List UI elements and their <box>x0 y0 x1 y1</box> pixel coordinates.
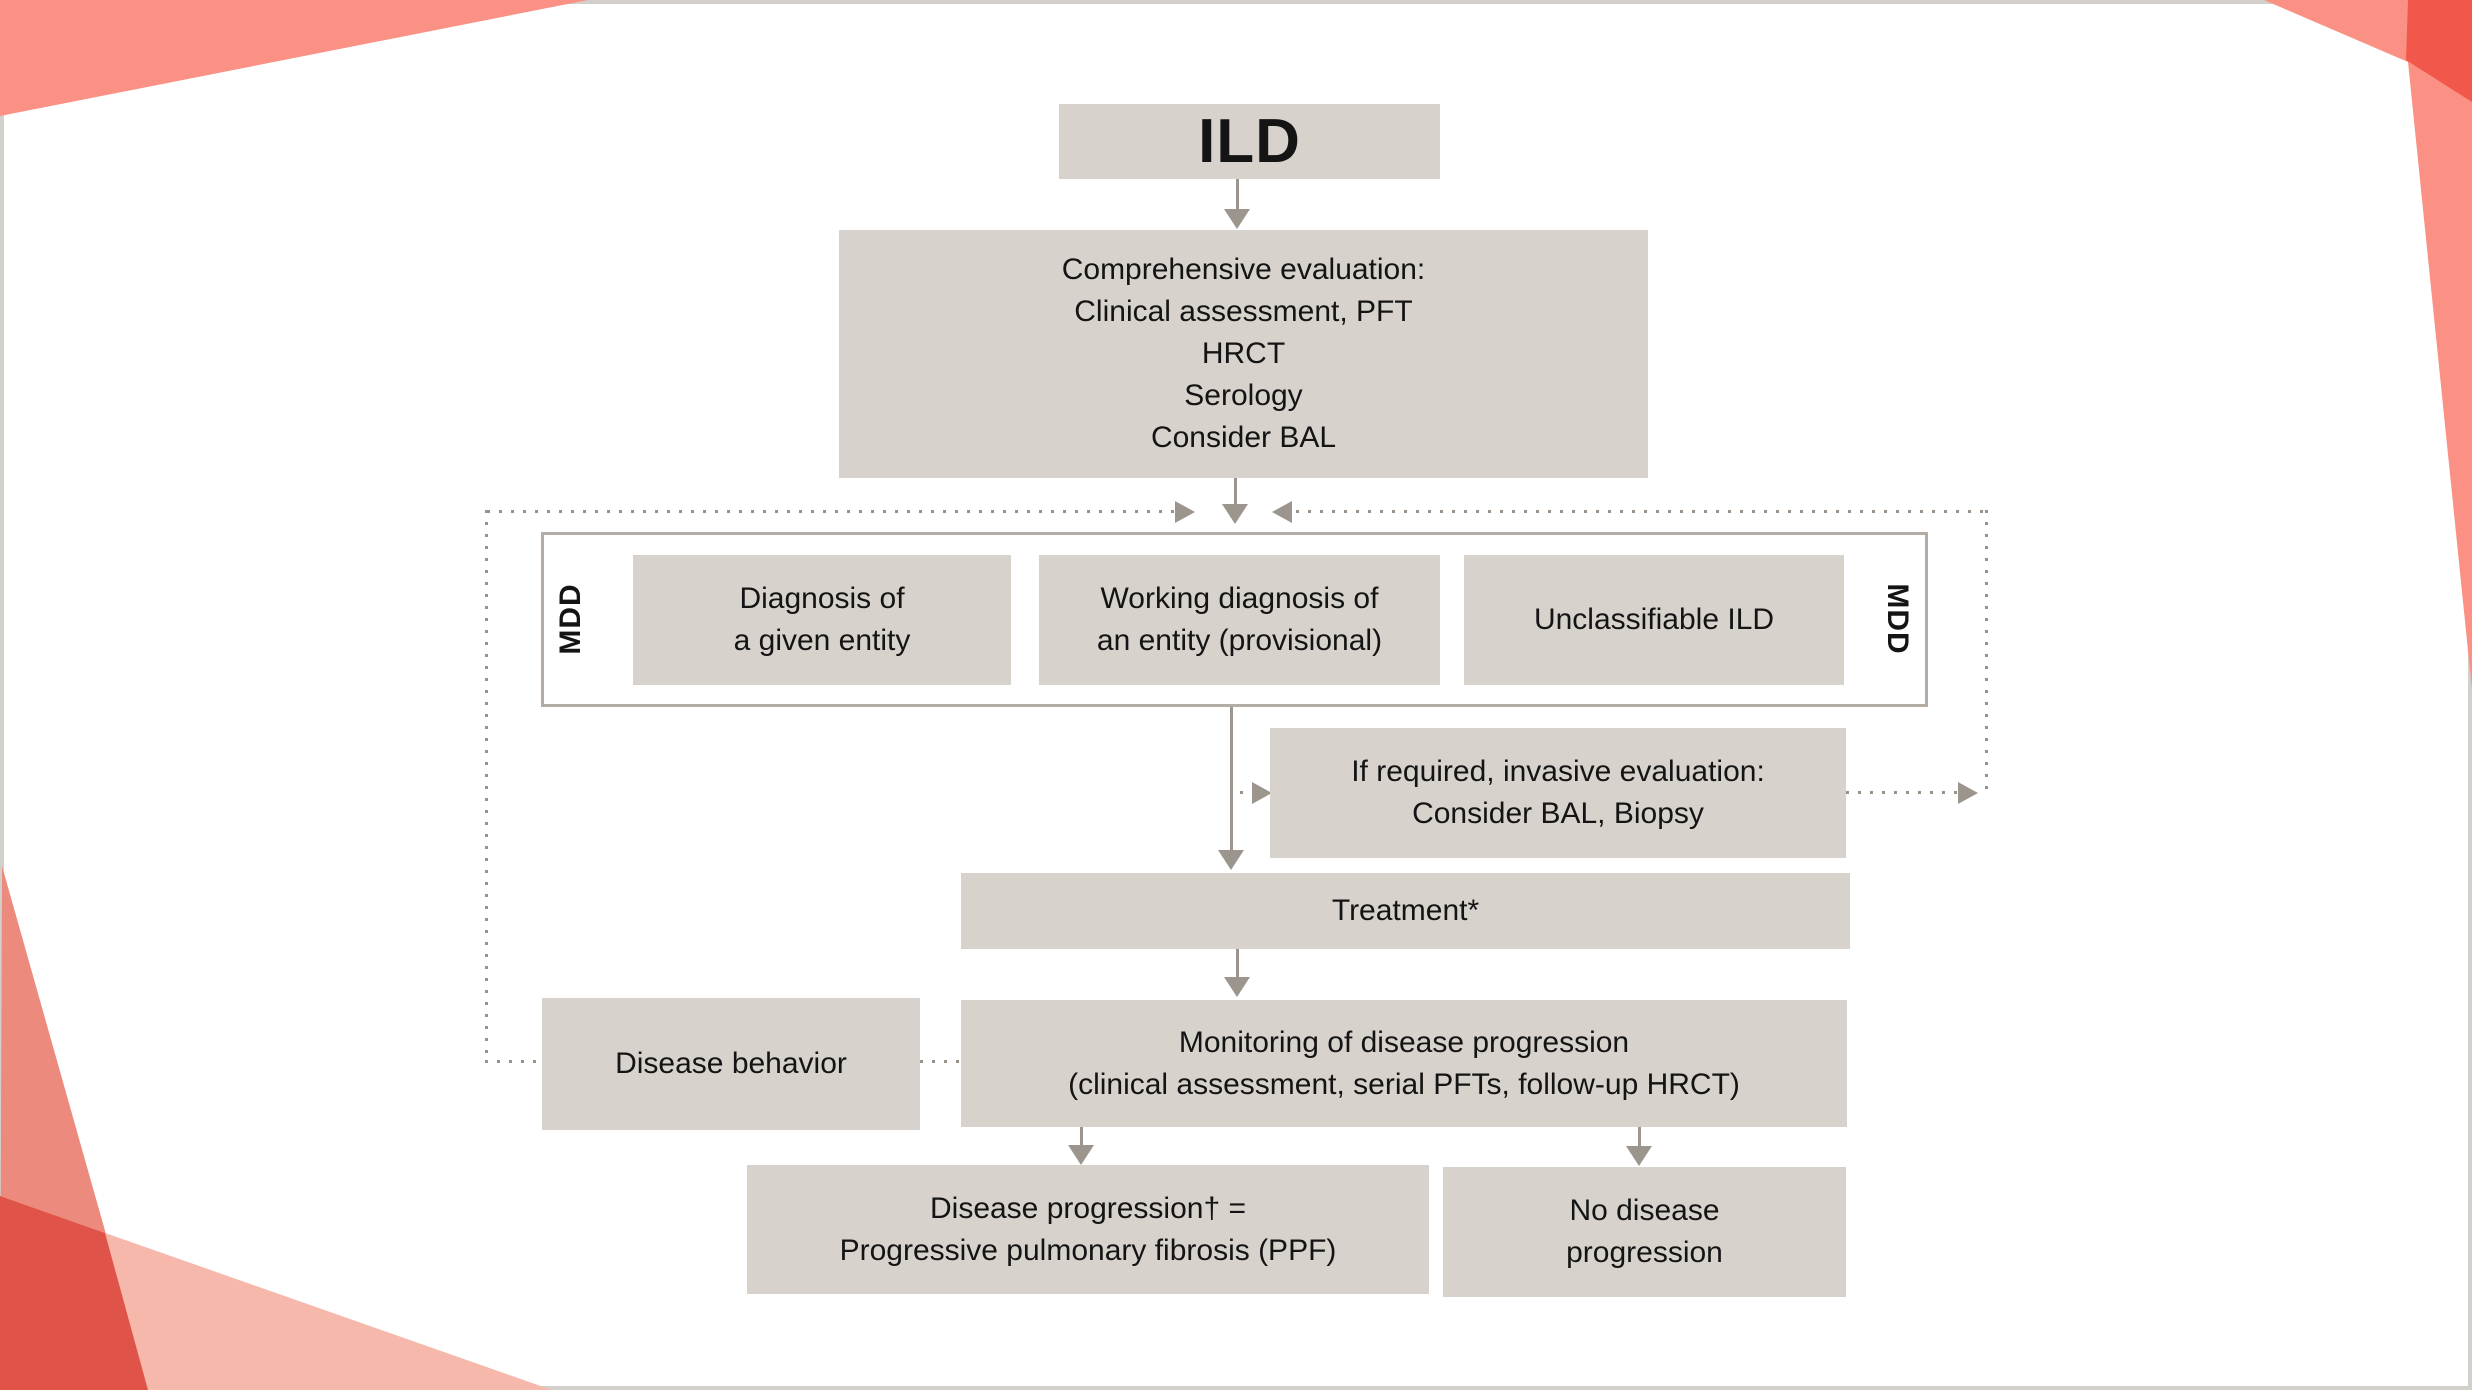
node-comprehensive-evaluation: Comprehensive evaluation: Clinical asses… <box>839 230 1648 478</box>
dotted-top-right-segment <box>1296 510 1986 513</box>
node-diagnosis-given-entity: Diagnosis of a given entity <box>633 555 1011 685</box>
node-disease-behavior: Disease behavior <box>542 998 920 1130</box>
corner-top-right-sliver <box>2264 0 2472 690</box>
corner-bottom-left-overlap-triangle <box>0 1196 148 1390</box>
dotted-invasive-to-loop-arrowhead <box>1958 782 1978 804</box>
dotted-left-vertical <box>485 510 488 1062</box>
dotted-top-left-arrowhead <box>1175 501 1195 523</box>
arrow-ild-to-evaluation-line <box>1236 179 1239 209</box>
node-ild: ILD <box>1059 104 1440 179</box>
arrow-monitoring-to-progression-head <box>1068 1145 1094 1165</box>
corner-top-left-triangle <box>0 0 588 116</box>
dotted-top-right-arrowhead <box>1272 501 1292 523</box>
arrow-mdd-to-treatment-head <box>1218 850 1244 870</box>
node-monitoring: Monitoring of disease progression (clini… <box>961 1000 1847 1127</box>
dotted-branch-to-invasive <box>1240 791 1252 794</box>
corner-bottom-left-wedge <box>0 866 150 1390</box>
arrow-monitoring-to-no-progression-head <box>1626 1146 1652 1166</box>
dotted-right-vertical <box>1985 510 1988 793</box>
mdd-label-left: MDD <box>554 583 587 655</box>
arrow-evaluation-to-mdd-line <box>1234 478 1237 504</box>
corner-top-right-dark-triangle <box>2406 0 2472 102</box>
arrow-monitoring-to-progression-line <box>1080 1127 1083 1145</box>
node-no-disease-progression: No disease progression <box>1443 1167 1846 1297</box>
mdd-label-right: MDD <box>1881 583 1914 655</box>
dotted-branch-to-invasive-arrowhead <box>1252 782 1272 804</box>
dotted-top-left-segment <box>487 510 1175 513</box>
node-unclassifiable-ild: Unclassifiable ILD <box>1464 555 1844 685</box>
node-disease-progression-ppf: Disease progression† = Progressive pulmo… <box>747 1165 1429 1294</box>
arrow-monitoring-to-no-progression-line <box>1638 1127 1641 1146</box>
dotted-invasive-to-loop <box>1846 791 1958 794</box>
dotted-loop-to-behavior <box>485 1060 542 1063</box>
arrow-treatment-to-monitoring-line <box>1236 949 1239 977</box>
node-treatment: Treatment* <box>961 873 1850 949</box>
corner-bottom-left-pale-triangle <box>0 1196 552 1390</box>
node-working-diagnosis: Working diagnosis of an entity (provisio… <box>1039 555 1440 685</box>
arrow-evaluation-to-mdd-head <box>1222 504 1248 524</box>
arrow-treatment-to-monitoring-head <box>1224 977 1250 997</box>
arrow-mdd-to-treatment-line <box>1230 707 1233 850</box>
node-invasive-evaluation: If required, invasive evaluation: Consid… <box>1270 728 1846 858</box>
arrow-ild-to-evaluation-head <box>1224 209 1250 229</box>
dotted-behavior-to-monitoring <box>920 1060 961 1063</box>
